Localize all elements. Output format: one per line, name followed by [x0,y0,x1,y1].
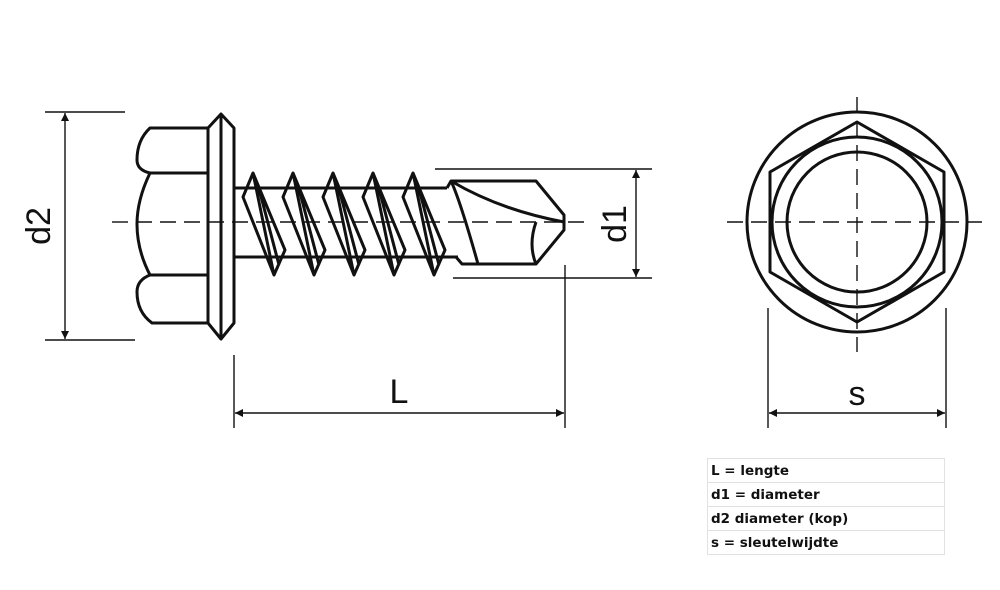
legend-d1: d1 = diameter [707,482,945,507]
length-dimension: L [233,265,566,428]
d2-dimension: d2 [20,111,135,341]
legend-s: s = sleutelwijdte [707,530,945,555]
thread-crest [361,171,407,277]
legend-table: L = lengte d1 = diameter d2 diameter (ko… [707,458,945,555]
thread-crest [321,171,367,277]
thread-crest [241,171,287,277]
legend-row: d2 diameter (kop) [707,506,945,531]
screw-top-view [727,97,982,352]
legend-d2: d2 diameter (kop) [707,506,945,531]
L-label: L [390,373,409,411]
thread-crest [281,171,327,277]
legend-row: L = lengte [707,458,945,483]
screw-side-view [112,112,588,341]
threads [241,171,447,277]
legend-row: s = sleutelwijdte [707,530,945,555]
hex-head [135,126,210,325]
s-dimension: s [767,308,947,428]
thread-crest [401,171,447,277]
legend-L: L = lengte [707,458,945,483]
d1-dimension: d1 [435,168,652,279]
legend-row: d1 = diameter [707,482,945,507]
d1-label: d1 [596,205,634,243]
d2-label: d2 [20,207,58,245]
s-label: s [849,375,866,413]
drill-point [445,179,566,266]
